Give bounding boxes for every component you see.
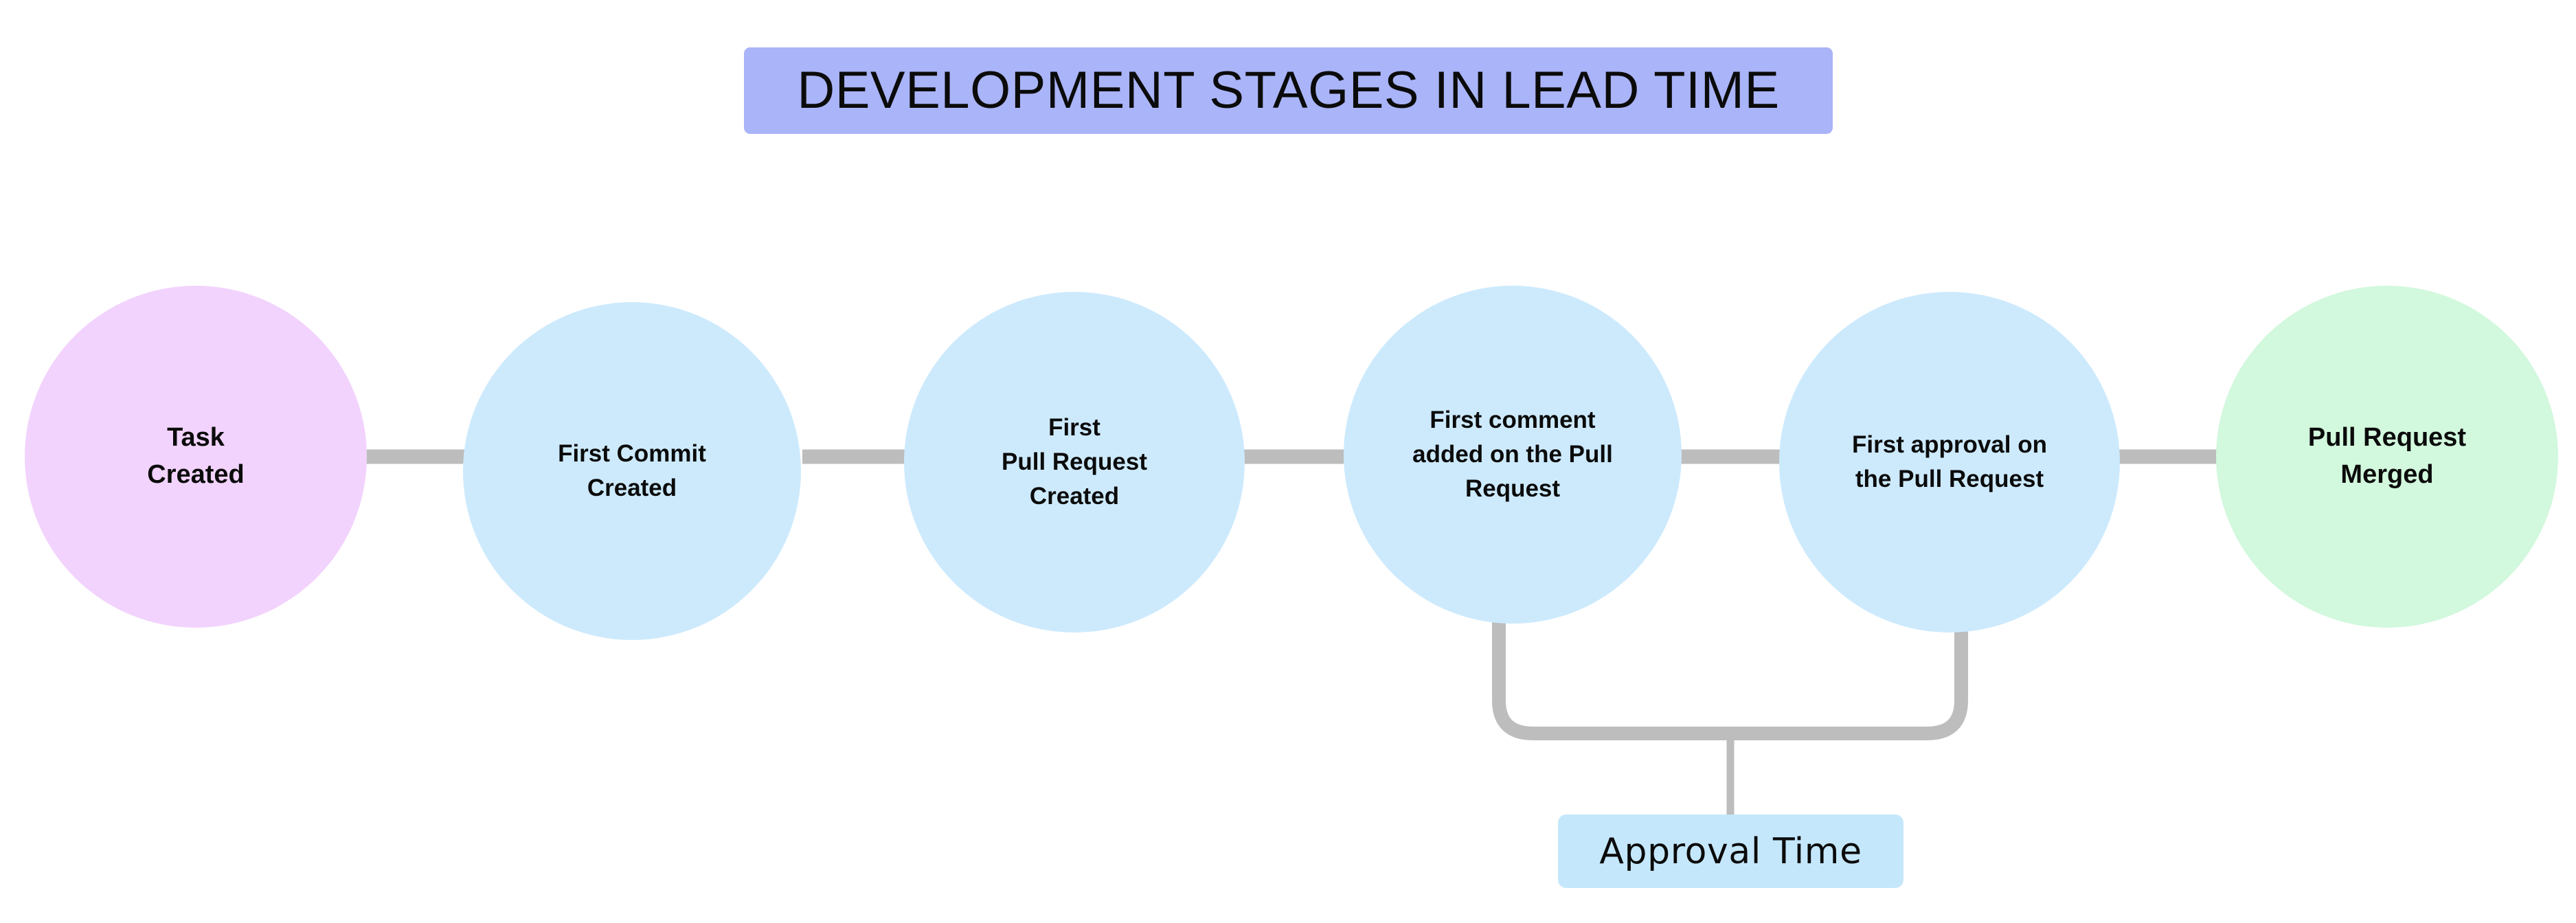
approval-time-label[interactable]: Approval Time	[1558, 814, 1903, 888]
diagram-title-banner: DEVELOPMENT STAGES IN LEAD TIME	[744, 47, 1833, 134]
approval-time-text: Approval Time	[1599, 830, 1862, 872]
stage-label: Pull Request Merged	[2307, 423, 2467, 489]
stage-task-created[interactable]: Task Created	[25, 286, 367, 628]
stage-label: First Commit Created	[558, 440, 706, 501]
stage-label: First comment added on the Pull Request	[1412, 407, 1613, 502]
diagram-title: DEVELOPMENT STAGES IN LEAD TIME	[797, 61, 1780, 119]
stage-first-pull-request-created[interactable]: First Pull Request Created	[904, 292, 1245, 633]
approval-time-bracket	[1492, 622, 1968, 740]
stage-first-commit-created[interactable]: First Commit Created	[463, 302, 801, 640]
stage-label: First Pull Request Created	[1002, 414, 1147, 510]
stage-label: Task Created	[147, 423, 245, 489]
stage-pull-request-merged[interactable]: Pull Request Merged	[2216, 286, 2558, 628]
stage-first-approval-on-pull-request[interactable]: First approval on the Pull Request	[1779, 292, 2120, 633]
stage-first-comment-on-pull-request[interactable]: First comment added on the Pull Request	[1344, 286, 1682, 624]
stage-label: First approval on the Pull Request	[1852, 431, 2047, 492]
